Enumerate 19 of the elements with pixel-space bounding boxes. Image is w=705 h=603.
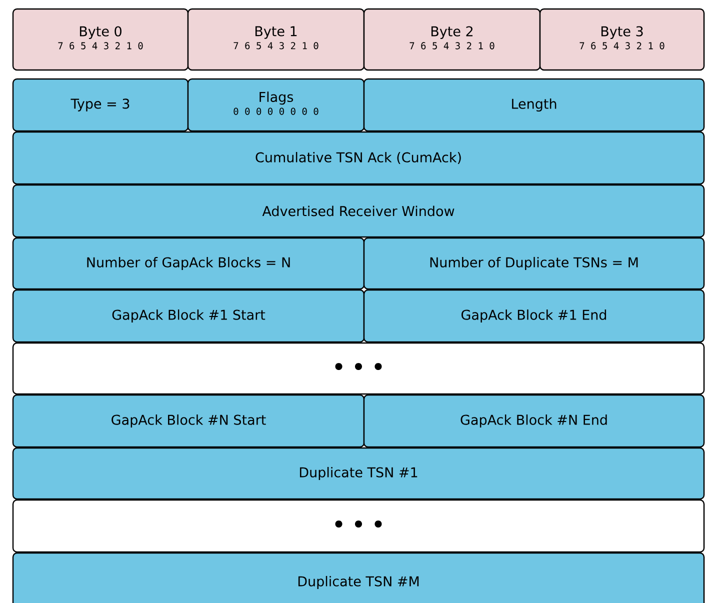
field-box: Length <box>363 78 705 132</box>
field-box: Number of Duplicate TSNs = M <box>363 237 705 290</box>
field-box: Cumulative TSN Ack (CumAck) <box>12 131 705 185</box>
field-box: Number of GapAck Blocks = N <box>12 237 365 290</box>
field-box: Duplicate TSN #1 <box>12 447 705 500</box>
byte-header-box: Byte 2 7 6 5 4 3 2 1 0 <box>363 8 541 71</box>
ellipsis-row: • • • <box>12 499 705 553</box>
byte-header-box: Byte 1 7 6 5 4 3 2 1 0 <box>187 8 365 71</box>
field-box: Type = 3 <box>12 78 189 132</box>
ellipsis-row: • • • <box>12 342 705 395</box>
field-box: GapAck Block #N End <box>363 394 705 448</box>
field-box: GapAck Block #1 End <box>363 289 705 343</box>
field-box: GapAck Block #1 Start <box>12 289 365 343</box>
field-box: GapAck Block #N Start <box>12 394 365 448</box>
byte-header-box: Byte 3 7 6 5 4 3 2 1 0 <box>539 8 705 71</box>
byte-header-box: Byte 0 7 6 5 4 3 2 1 0 <box>12 8 189 71</box>
field-box: Flags 0 0 0 0 0 0 0 0 <box>187 78 365 132</box>
field-box: Duplicate TSN #M <box>12 552 705 603</box>
field-box: Advertised Receiver Window <box>12 184 705 238</box>
